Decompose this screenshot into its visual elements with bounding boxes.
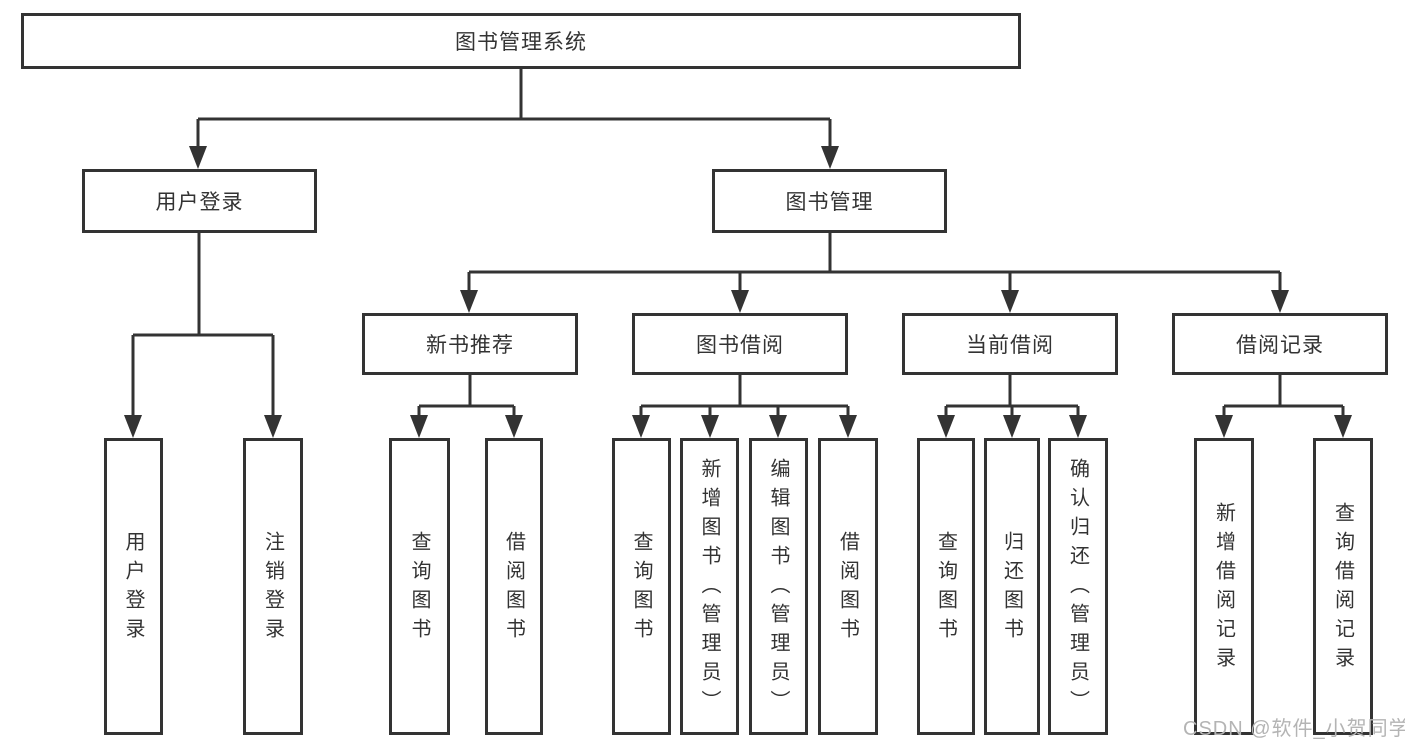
node-label: 查询图书 bbox=[934, 530, 957, 647]
node-label: 图书管理系统 bbox=[455, 31, 587, 54]
node-bb-edit-books-admin: 编辑图书（管理员） bbox=[749, 438, 808, 735]
connector-current-borrow bbox=[937, 375, 1087, 438]
node-book-mgmt: 图书管理 bbox=[712, 169, 947, 233]
node-cb-return-books: 归还图书 bbox=[984, 438, 1040, 735]
node-label: 用户登录 bbox=[155, 191, 244, 214]
arrowhead bbox=[821, 146, 839, 169]
arrowhead bbox=[460, 290, 478, 313]
arrowhead bbox=[1215, 415, 1233, 438]
node-user-login-leaf: 用户登录 bbox=[104, 438, 163, 735]
connector-book-borrow bbox=[632, 375, 857, 438]
arrowhead bbox=[124, 415, 142, 438]
node-label: 注销登录 bbox=[261, 530, 284, 647]
node-bb-add-books-admin: 新增图书（管理员） bbox=[680, 438, 739, 735]
arrowhead bbox=[1334, 415, 1352, 438]
node-label: 新增借阅记录 bbox=[1212, 501, 1235, 676]
node-current-borrow: 当前借阅 bbox=[902, 313, 1118, 375]
node-label: 归还图书 bbox=[1000, 530, 1023, 647]
node-br-query-record: 查询借阅记录 bbox=[1313, 438, 1373, 735]
arrowhead bbox=[410, 415, 428, 438]
node-cb-confirm-return-admin: 确认归还（管理员） bbox=[1048, 438, 1108, 735]
arrowhead bbox=[189, 146, 207, 169]
connector-root bbox=[189, 69, 839, 169]
arrowhead bbox=[1069, 415, 1087, 438]
arrowhead bbox=[264, 415, 282, 438]
node-label: 用户登录 bbox=[122, 530, 144, 647]
node-label: 借阅记录 bbox=[1236, 334, 1324, 357]
node-logout-leaf: 注销登录 bbox=[243, 438, 303, 735]
node-user-login: 用户登录 bbox=[82, 169, 317, 233]
node-label: 查询图书 bbox=[408, 530, 430, 647]
node-borrow-record: 借阅记录 bbox=[1172, 313, 1388, 375]
node-label: 借阅图书 bbox=[502, 530, 525, 647]
arrowhead bbox=[1271, 290, 1289, 313]
arrowhead bbox=[701, 415, 719, 438]
node-root: 图书管理系统 bbox=[21, 13, 1021, 69]
node-label: 确认归还（管理员） bbox=[1066, 458, 1089, 719]
arrowhead bbox=[731, 290, 749, 313]
node-label: 当前借阅 bbox=[966, 334, 1054, 357]
node-label: 借阅图书 bbox=[836, 530, 859, 647]
arrowhead bbox=[632, 415, 650, 438]
arrowhead bbox=[769, 415, 787, 438]
node-label: 新增图书（管理员） bbox=[698, 458, 720, 719]
node-bb-borrow-books: 借阅图书 bbox=[818, 438, 878, 735]
node-label: 编辑图书（管理员） bbox=[767, 458, 789, 719]
node-book-borrow: 图书借阅 bbox=[632, 313, 848, 375]
arrowhead bbox=[505, 415, 523, 438]
connector-user-login bbox=[124, 233, 282, 438]
node-label: 查询借阅记录 bbox=[1331, 501, 1354, 676]
node-label: 查询图书 bbox=[630, 530, 652, 647]
node-cb-query-books: 查询图书 bbox=[917, 438, 975, 735]
node-br-add-record: 新增借阅记录 bbox=[1194, 438, 1254, 735]
node-bb-query-books: 查询图书 bbox=[612, 438, 671, 735]
node-label: 新书推荐 bbox=[426, 334, 514, 357]
arrowhead bbox=[937, 415, 955, 438]
node-nb-query-books: 查询图书 bbox=[389, 438, 450, 735]
connector-borrow-record bbox=[1215, 375, 1352, 438]
node-label: 图书管理 bbox=[785, 191, 874, 214]
node-label: 图书借阅 bbox=[696, 334, 784, 357]
arrowhead bbox=[1003, 415, 1021, 438]
watermark: CSDN @软件_小贺同学 bbox=[1183, 718, 1405, 740]
arrowhead bbox=[839, 415, 857, 438]
arrowhead bbox=[1001, 290, 1019, 313]
node-nb-borrow-books: 借阅图书 bbox=[485, 438, 543, 735]
connector-new-book-rec bbox=[410, 375, 523, 438]
connector-book-mgmt bbox=[460, 233, 1289, 313]
node-new-book-rec: 新书推荐 bbox=[362, 313, 578, 375]
